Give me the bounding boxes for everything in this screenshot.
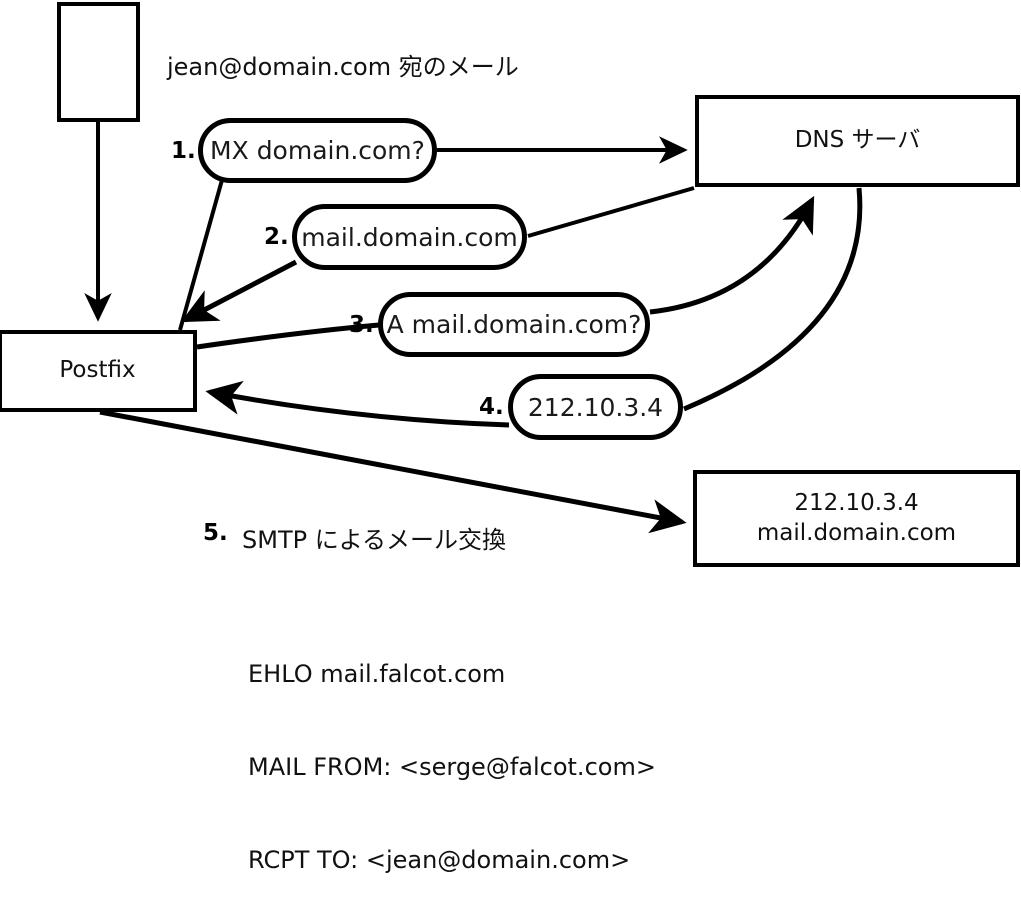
step-number-5: 5.	[203, 520, 228, 546]
node-target-ip: 212.10.3.4	[794, 490, 919, 517]
connector-dns-to-step2	[527, 186, 695, 238]
step-label-3: A mail.domain.com?	[378, 292, 650, 357]
connector-step4-to-postfix	[205, 380, 510, 428]
node-sender	[57, 2, 140, 122]
connector-step2-to-postfix	[180, 259, 298, 323]
step-label-4: 212.10.3.4	[508, 374, 683, 440]
step-number-4: 4.	[479, 394, 504, 420]
transcript-line: RCPT TO: <jean@domain.com>	[248, 846, 631, 874]
node-target-mailserver: 212.10.3.4 mail.domain.com	[693, 470, 1020, 567]
connector-dns-to-step4	[683, 187, 863, 412]
step-label-1-text: MX domain.com?	[210, 136, 425, 165]
node-postfix-label: Postfix	[59, 357, 136, 384]
node-postfix: Postfix	[0, 330, 197, 412]
step-number-2: 2.	[264, 224, 289, 250]
transcript-line: EHLO mail.falcot.com	[248, 660, 506, 688]
transcript-line: MAIL FROM: <serge@falcot.com>	[248, 753, 656, 781]
step-label-2: mail.domain.com	[292, 204, 527, 270]
step-label-2-text: mail.domain.com	[301, 222, 518, 252]
connector-postfix-to-step1	[178, 179, 224, 331]
step-label-4-text: 212.10.3.4	[527, 392, 664, 422]
node-dns-server: DNS サーバ	[695, 95, 1020, 187]
step-label-1: MX domain.com?	[198, 118, 437, 183]
step-label-3-text: A mail.domain.com?	[386, 310, 642, 339]
step-number-1: 1.	[171, 138, 196, 164]
page-title: jean@domain.com 宛のメール	[167, 53, 519, 81]
node-dns-server-label: DNS サーバ	[794, 127, 921, 154]
smtp-transcript: EHLO mail.falcot.com MAIL FROM: <serge@f…	[248, 597, 656, 919]
node-target-hostname: mail.domain.com	[756, 519, 957, 546]
connector-step3-to-dns	[649, 195, 815, 315]
step-number-3: 3.	[349, 312, 374, 338]
step-label-5: SMTP によるメール交換	[242, 526, 506, 554]
